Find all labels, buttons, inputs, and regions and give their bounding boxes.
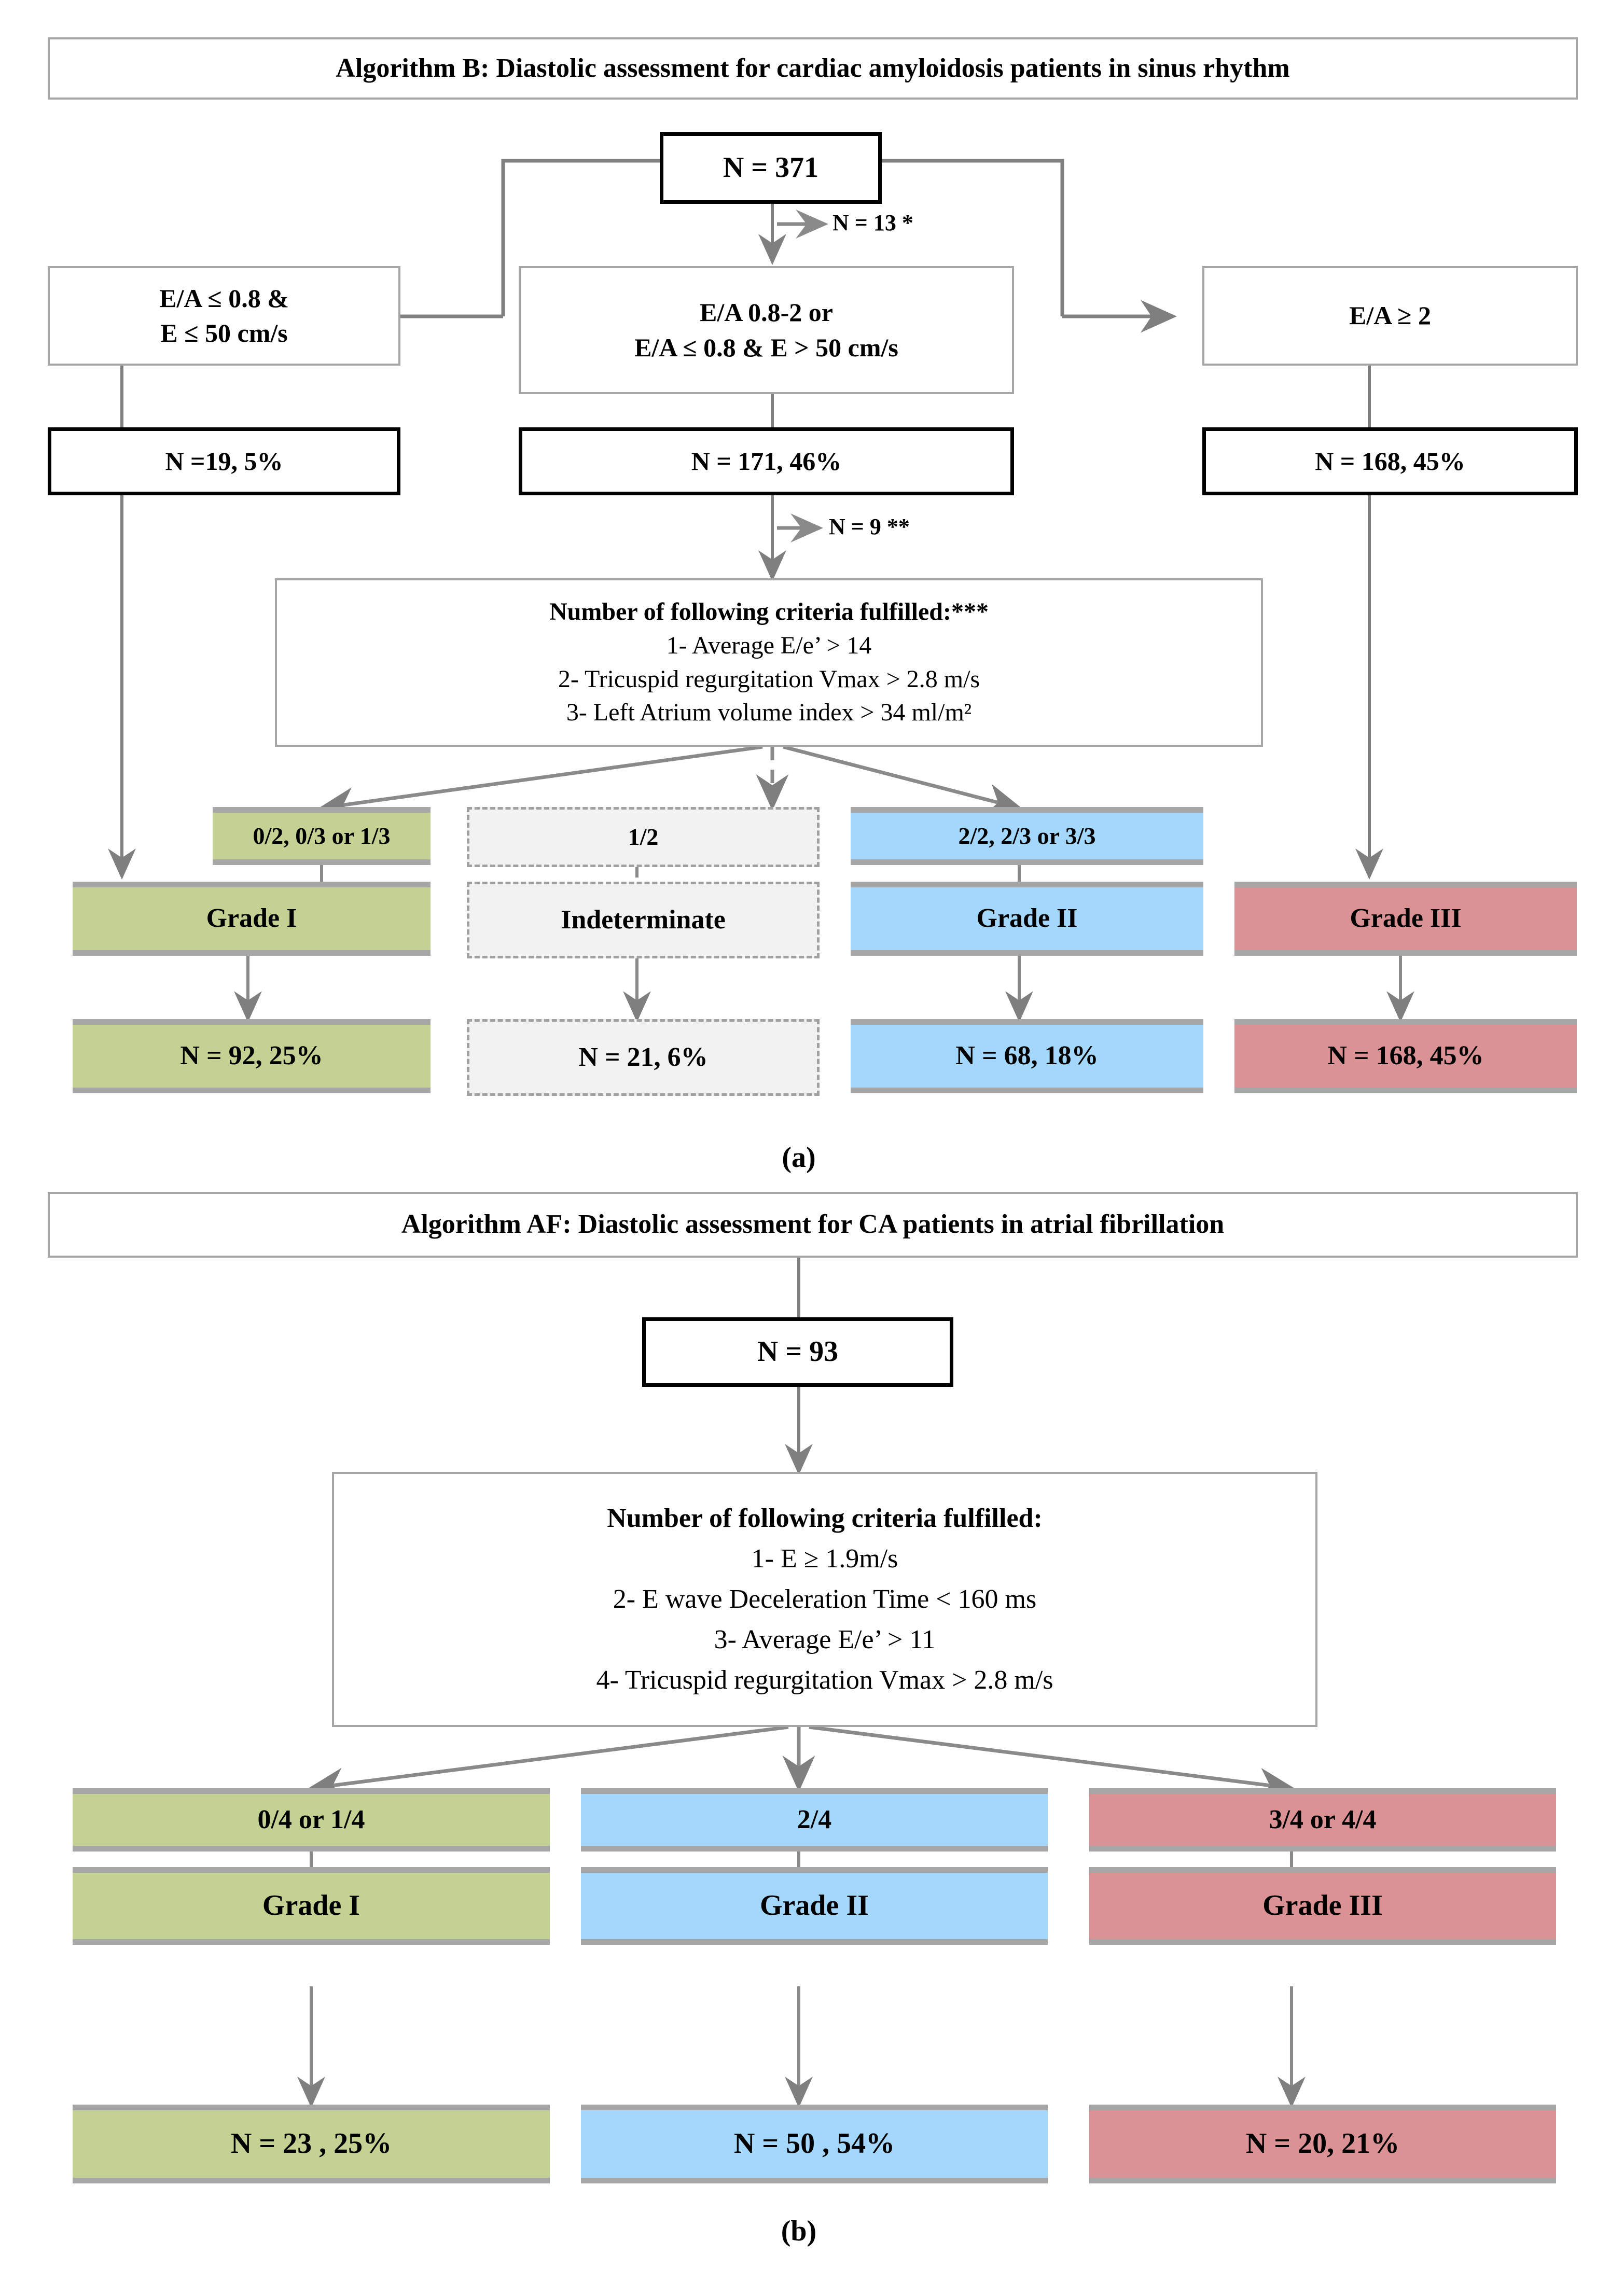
- panel-a-score-green: 0/2, 0/3 or 1/3: [213, 807, 431, 865]
- panel-a-criteria-item-3: 3- Left Atrium volume index > 34 ml/m²: [566, 699, 972, 727]
- panel-a-branch-right: E/A ≥ 2: [1202, 266, 1578, 366]
- panel-a-title-banner: Algorithm B: Diastolic assessment for ca…: [48, 37, 1578, 100]
- panel-b-result-green: N = 23 , 25%: [73, 2105, 550, 2183]
- panel-b-score-red: 3/4 or 4/4: [1089, 1788, 1556, 1852]
- panel-b-grade-blue: Grade II: [581, 1867, 1048, 1945]
- panel-a-grade-gray: Indeterminate: [467, 882, 820, 958]
- branch-right-label: E/A ≥ 2: [1349, 301, 1432, 330]
- panel-a-criteria-item-2: 2- Tricuspid regurgitation Vmax > 2.8 m/…: [558, 665, 980, 693]
- panel-a-excluded-1: N = 13 *: [832, 210, 913, 235]
- panel-a-count-middle: N = 171, 46%: [519, 427, 1014, 495]
- panel-a-root-label: N = 371: [723, 151, 819, 184]
- panel-a-result-red: N = 168, 45%: [1234, 1019, 1577, 1093]
- panel-a-criteria-item-1: 1- Average E/e’ > 14: [666, 631, 872, 659]
- panel-b-grade-red: Grade III: [1089, 1867, 1556, 1945]
- panel-a-grade-blue: Grade II: [851, 882, 1203, 956]
- panel-a-count-right: N = 168, 45%: [1202, 427, 1578, 495]
- panel-b-criteria-item-1: 1- E ≥ 1.9m/s: [751, 1544, 898, 1574]
- panel-b-title-banner: Algorithm AF: Diastolic assessment for C…: [48, 1192, 1578, 1258]
- panel-b-criteria-item-2: 2- E wave Deceleration Time < 160 ms: [613, 1584, 1037, 1614]
- panel-a-criteria-box: Number of following criteria fulfilled:*…: [275, 578, 1263, 747]
- branch-middle-line1: E/A 0.8-2 or: [700, 298, 833, 327]
- branch-left-line2: E ≤ 50 cm/s: [160, 318, 288, 347]
- panel-b-score-green: 0/4 or 1/4: [73, 1788, 550, 1852]
- panel-b-root-label: N = 93: [757, 1335, 839, 1368]
- panel-a-title: Algorithm B: Diastolic assessment for ca…: [336, 53, 1290, 83]
- panel-b-score-blue: 2/4: [581, 1788, 1048, 1852]
- branch-middle-line2: E/A ≤ 0.8 & E > 50 cm/s: [634, 332, 898, 362]
- panel-a-count-left: N =19, 5%: [48, 427, 400, 495]
- panel-a-root-box: N = 371: [660, 132, 882, 204]
- panel-a-result-blue: N = 68, 18%: [851, 1019, 1203, 1093]
- branch-left-line1: E/A ≤ 0.8 &: [159, 283, 289, 313]
- panel-a-result-gray: N = 21, 6%: [467, 1019, 820, 1096]
- panel-a-excluded-2: N = 9 **: [829, 514, 910, 539]
- panel-b-result-blue: N = 50 , 54%: [581, 2105, 1048, 2183]
- panel-b-title: Algorithm AF: Diastolic assessment for C…: [401, 1209, 1225, 1240]
- panel-b-criteria-header: Number of following criteria fulfilled:: [607, 1504, 1043, 1533]
- panel-b-grade-green: Grade I: [73, 1867, 550, 1945]
- panel-a-caption: (a): [782, 1142, 816, 1174]
- panel-a-score-gray: 1/2: [467, 807, 820, 867]
- panel-b-criteria-box: Number of following criteria fulfilled: …: [332, 1472, 1317, 1727]
- panel-a-score-blue: 2/2, 2/3 or 3/3: [851, 807, 1203, 865]
- panel-b-caption: (b): [781, 2215, 817, 2247]
- panel-b-root-box: N = 93: [642, 1317, 953, 1387]
- panel-a-result-green: N = 92, 25%: [73, 1019, 431, 1093]
- panel-a-branch-middle: E/A 0.8-2 or E/A ≤ 0.8 & E > 50 cm/s: [519, 266, 1014, 394]
- panel-b-criteria-item-3: 3- Average E/e’ > 11: [714, 1625, 936, 1654]
- panel-a-grade-green: Grade I: [73, 882, 431, 956]
- panel-a-criteria-header: Number of following criteria fulfilled:*…: [549, 597, 989, 625]
- panel-b-criteria-item-4: 4- Tricuspid regurgitation Vmax > 2.8 m/…: [596, 1665, 1053, 1695]
- panel-b-result-red: N = 20, 21%: [1089, 2105, 1556, 2183]
- panel-a-branch-left: E/A ≤ 0.8 & E ≤ 50 cm/s: [48, 266, 400, 366]
- panel-a-grade-red: Grade III: [1234, 882, 1577, 956]
